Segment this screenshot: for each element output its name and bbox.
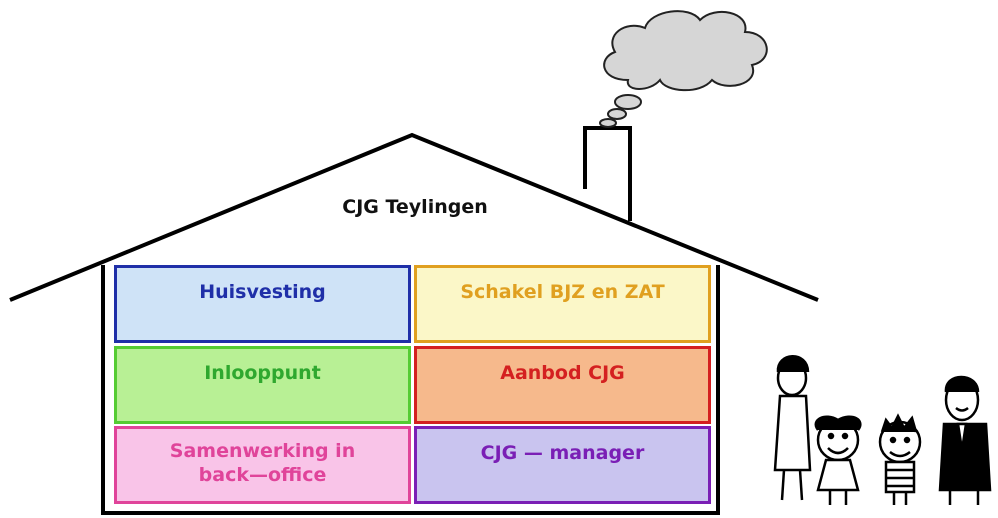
room-samenwerking: Samenwerking in back—office (114, 426, 411, 504)
room-huisvesting: Huisvesting (114, 265, 411, 343)
chimney-icon (583, 126, 632, 221)
smoke-cloud-icon (599, 10, 768, 128)
room-cjg-manager: CJG — manager (414, 426, 711, 504)
house-walls-icon (101, 265, 720, 515)
room-label-line2: back—office (198, 464, 327, 486)
room-schakel-bjz-en-zat: Schakel BJZ en ZAT (414, 265, 711, 343)
family-figures-icon (773, 355, 992, 505)
room-label: Aanbod CJG (500, 362, 625, 384)
room-label: Schakel BJZ en ZAT (460, 281, 665, 303)
room-inlooppunt: Inlooppunt (114, 346, 411, 424)
room-label: CJG — manager (480, 442, 645, 464)
room-aanbod-cjg: Aanbod CJG (414, 346, 711, 424)
room-label-line1: Samenwerking in (169, 440, 356, 462)
room-label: Inlooppunt (204, 362, 321, 384)
house-title: CJG Teylingen (342, 196, 488, 218)
room-label: Huisvesting (199, 281, 326, 303)
house-roof-icon (9, 132, 819, 302)
